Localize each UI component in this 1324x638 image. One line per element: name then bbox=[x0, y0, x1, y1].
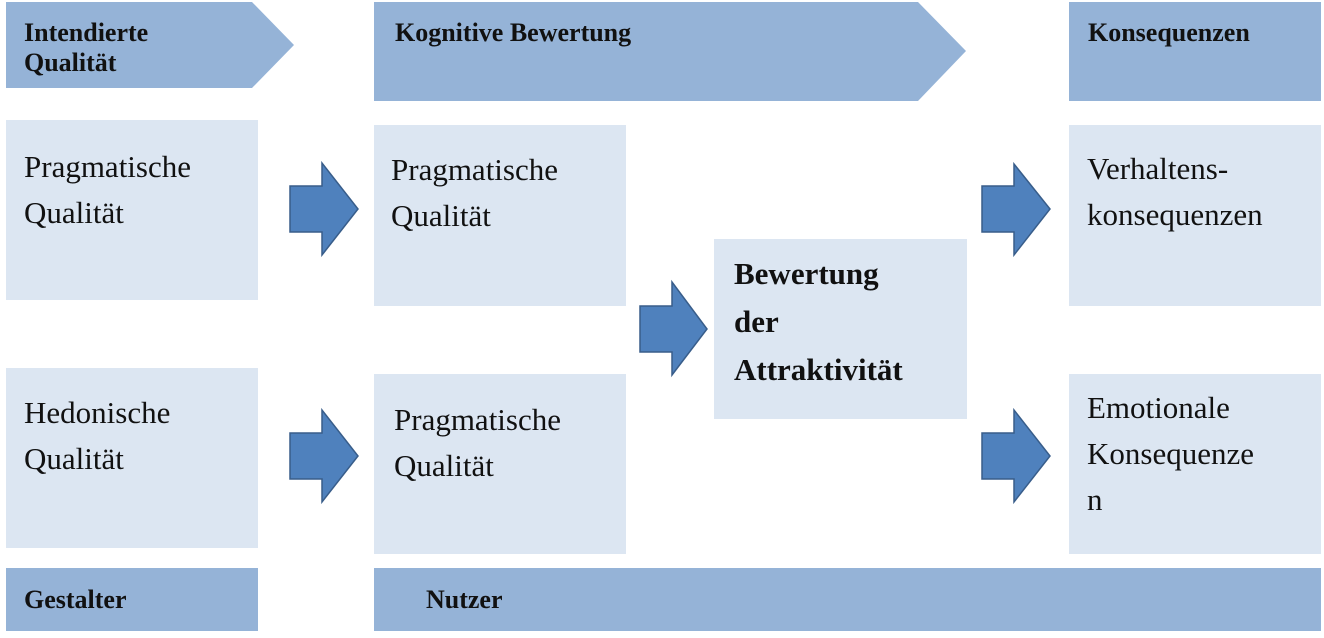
box-hedonic-perceived-label: Pragmatische Qualität bbox=[394, 402, 562, 483]
box-hedonic-perceived: Pragmatische Qualität bbox=[374, 374, 626, 554]
footer-user-label: Nutzer bbox=[426, 585, 503, 614]
box-attractiveness-label: Bewertung der Attraktivität bbox=[734, 256, 903, 387]
arrow-icon bbox=[639, 279, 708, 378]
arrow-icon bbox=[289, 160, 359, 258]
header-intended-quality-chevron bbox=[6, 2, 294, 88]
header-consequences-bar bbox=[1069, 2, 1321, 101]
footer-designer-label: Gestalter bbox=[24, 585, 127, 614]
box-hedonic-intended-label: Hedonische Qualität bbox=[24, 395, 171, 476]
footer-user-bar: Nutzer bbox=[374, 568, 1321, 631]
box-emotional-consequences: Emotionale Konsequenze n bbox=[1069, 374, 1321, 554]
box-hedonic-intended: Hedonische Qualität bbox=[6, 368, 258, 548]
box-behavioral-consequences: Verhaltens- konsequenzen bbox=[1069, 125, 1321, 306]
arrow-icon bbox=[289, 407, 359, 505]
box-emotional-consequences-label: Emotionale Konsequenze n bbox=[1087, 390, 1254, 517]
box-attractiveness: Bewertung der Attraktivität bbox=[714, 239, 967, 419]
header-intended-quality-label: Intendierte Qualität bbox=[24, 18, 149, 77]
arrow-icon bbox=[981, 407, 1051, 505]
header-consequences-label: Konsequenzen bbox=[1088, 18, 1250, 47]
box-behavioral-consequences-label: Verhaltens- konsequenzen bbox=[1087, 151, 1263, 232]
arrow-icon bbox=[981, 161, 1051, 258]
footer-designer-bar: Gestalter bbox=[6, 568, 258, 631]
box-pragmatic-intended: Pragmatische Qualität bbox=[6, 120, 258, 300]
box-pragmatic-perceived: Pragmatische Qualität bbox=[374, 125, 626, 306]
box-pragmatic-intended-label: Pragmatische Qualität bbox=[24, 149, 192, 230]
header-cognitive-evaluation-chevron bbox=[374, 2, 966, 101]
header-cognitive-evaluation-label: Kognitive Bewertung bbox=[395, 18, 632, 47]
box-pragmatic-perceived-label: Pragmatische Qualität bbox=[391, 152, 559, 233]
